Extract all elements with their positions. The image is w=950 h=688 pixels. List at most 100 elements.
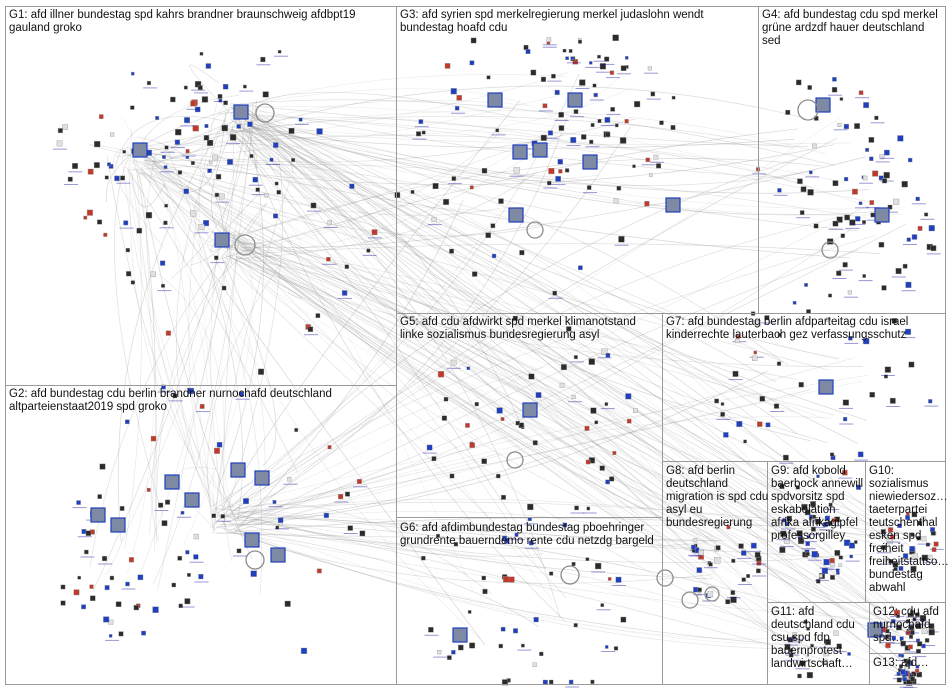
node bbox=[915, 623, 922, 630]
node bbox=[255, 187, 260, 192]
node bbox=[905, 328, 912, 335]
edge bbox=[249, 123, 830, 525]
node bbox=[513, 628, 519, 634]
node bbox=[884, 149, 890, 156]
node bbox=[812, 514, 817, 519]
node bbox=[184, 598, 191, 605]
edge bbox=[151, 242, 241, 542]
node bbox=[921, 536, 927, 542]
node bbox=[620, 616, 627, 623]
node bbox=[291, 157, 296, 162]
node bbox=[481, 575, 486, 581]
node bbox=[193, 533, 199, 540]
node bbox=[496, 473, 501, 479]
node bbox=[220, 514, 225, 519]
node bbox=[807, 189, 814, 196]
edge bbox=[211, 235, 876, 507]
edge bbox=[154, 164, 903, 545]
edge bbox=[121, 157, 237, 519]
edge bbox=[230, 257, 826, 550]
node bbox=[87, 168, 94, 175]
node bbox=[198, 574, 204, 580]
node bbox=[450, 359, 457, 366]
node bbox=[909, 634, 914, 639]
node bbox=[899, 636, 904, 641]
node bbox=[454, 105, 460, 111]
node bbox=[124, 419, 130, 425]
node bbox=[804, 509, 811, 516]
edge bbox=[210, 120, 258, 170]
group-box-g5 bbox=[396, 313, 663, 518]
edge bbox=[229, 131, 802, 661]
node bbox=[146, 80, 152, 86]
edge bbox=[221, 256, 277, 466]
node bbox=[126, 271, 132, 277]
node bbox=[469, 442, 475, 448]
node bbox=[122, 149, 126, 154]
node bbox=[921, 516, 927, 522]
node bbox=[262, 91, 269, 98]
node bbox=[158, 502, 164, 508]
node bbox=[930, 245, 937, 252]
avatar-node bbox=[233, 104, 249, 120]
node bbox=[67, 176, 73, 182]
node bbox=[616, 185, 622, 191]
edge bbox=[140, 169, 486, 646]
node bbox=[618, 236, 625, 243]
edge bbox=[224, 245, 814, 522]
node bbox=[539, 651, 544, 656]
edge bbox=[106, 155, 229, 532]
edge bbox=[238, 110, 826, 155]
node bbox=[120, 175, 126, 181]
self-loop bbox=[681, 591, 699, 609]
edge bbox=[135, 160, 811, 442]
node bbox=[656, 163, 662, 169]
node bbox=[574, 505, 579, 511]
edge bbox=[254, 128, 797, 545]
node bbox=[691, 549, 696, 553]
edge bbox=[244, 122, 917, 553]
node bbox=[911, 671, 917, 677]
self-loop bbox=[245, 550, 265, 570]
edge bbox=[237, 109, 893, 545]
edge bbox=[142, 171, 894, 637]
node bbox=[878, 241, 885, 248]
node bbox=[97, 219, 103, 225]
node bbox=[883, 621, 888, 626]
node bbox=[275, 525, 280, 530]
node bbox=[720, 412, 726, 417]
node bbox=[720, 402, 725, 406]
edge bbox=[125, 166, 299, 474]
node bbox=[888, 559, 893, 564]
node bbox=[436, 533, 440, 538]
node bbox=[714, 398, 719, 404]
node bbox=[118, 631, 124, 637]
node bbox=[594, 420, 599, 425]
edge bbox=[155, 255, 244, 543]
node bbox=[801, 504, 808, 511]
node bbox=[899, 664, 903, 669]
node bbox=[532, 662, 537, 667]
node bbox=[900, 654, 905, 658]
edge bbox=[127, 164, 867, 219]
node bbox=[218, 193, 225, 200]
node bbox=[902, 677, 907, 682]
node bbox=[754, 552, 761, 558]
node bbox=[906, 679, 913, 686]
node bbox=[599, 63, 607, 70]
node bbox=[714, 557, 721, 564]
node bbox=[85, 530, 92, 536]
node bbox=[72, 162, 79, 169]
node bbox=[83, 215, 88, 220]
edge bbox=[240, 245, 917, 643]
node bbox=[750, 542, 757, 549]
avatar-node bbox=[522, 402, 538, 418]
edge bbox=[219, 111, 238, 115]
edge bbox=[244, 248, 911, 622]
node bbox=[467, 610, 472, 614]
node bbox=[164, 203, 168, 208]
node bbox=[104, 175, 109, 180]
edge bbox=[232, 128, 902, 676]
edge bbox=[227, 247, 907, 630]
node bbox=[928, 399, 933, 404]
